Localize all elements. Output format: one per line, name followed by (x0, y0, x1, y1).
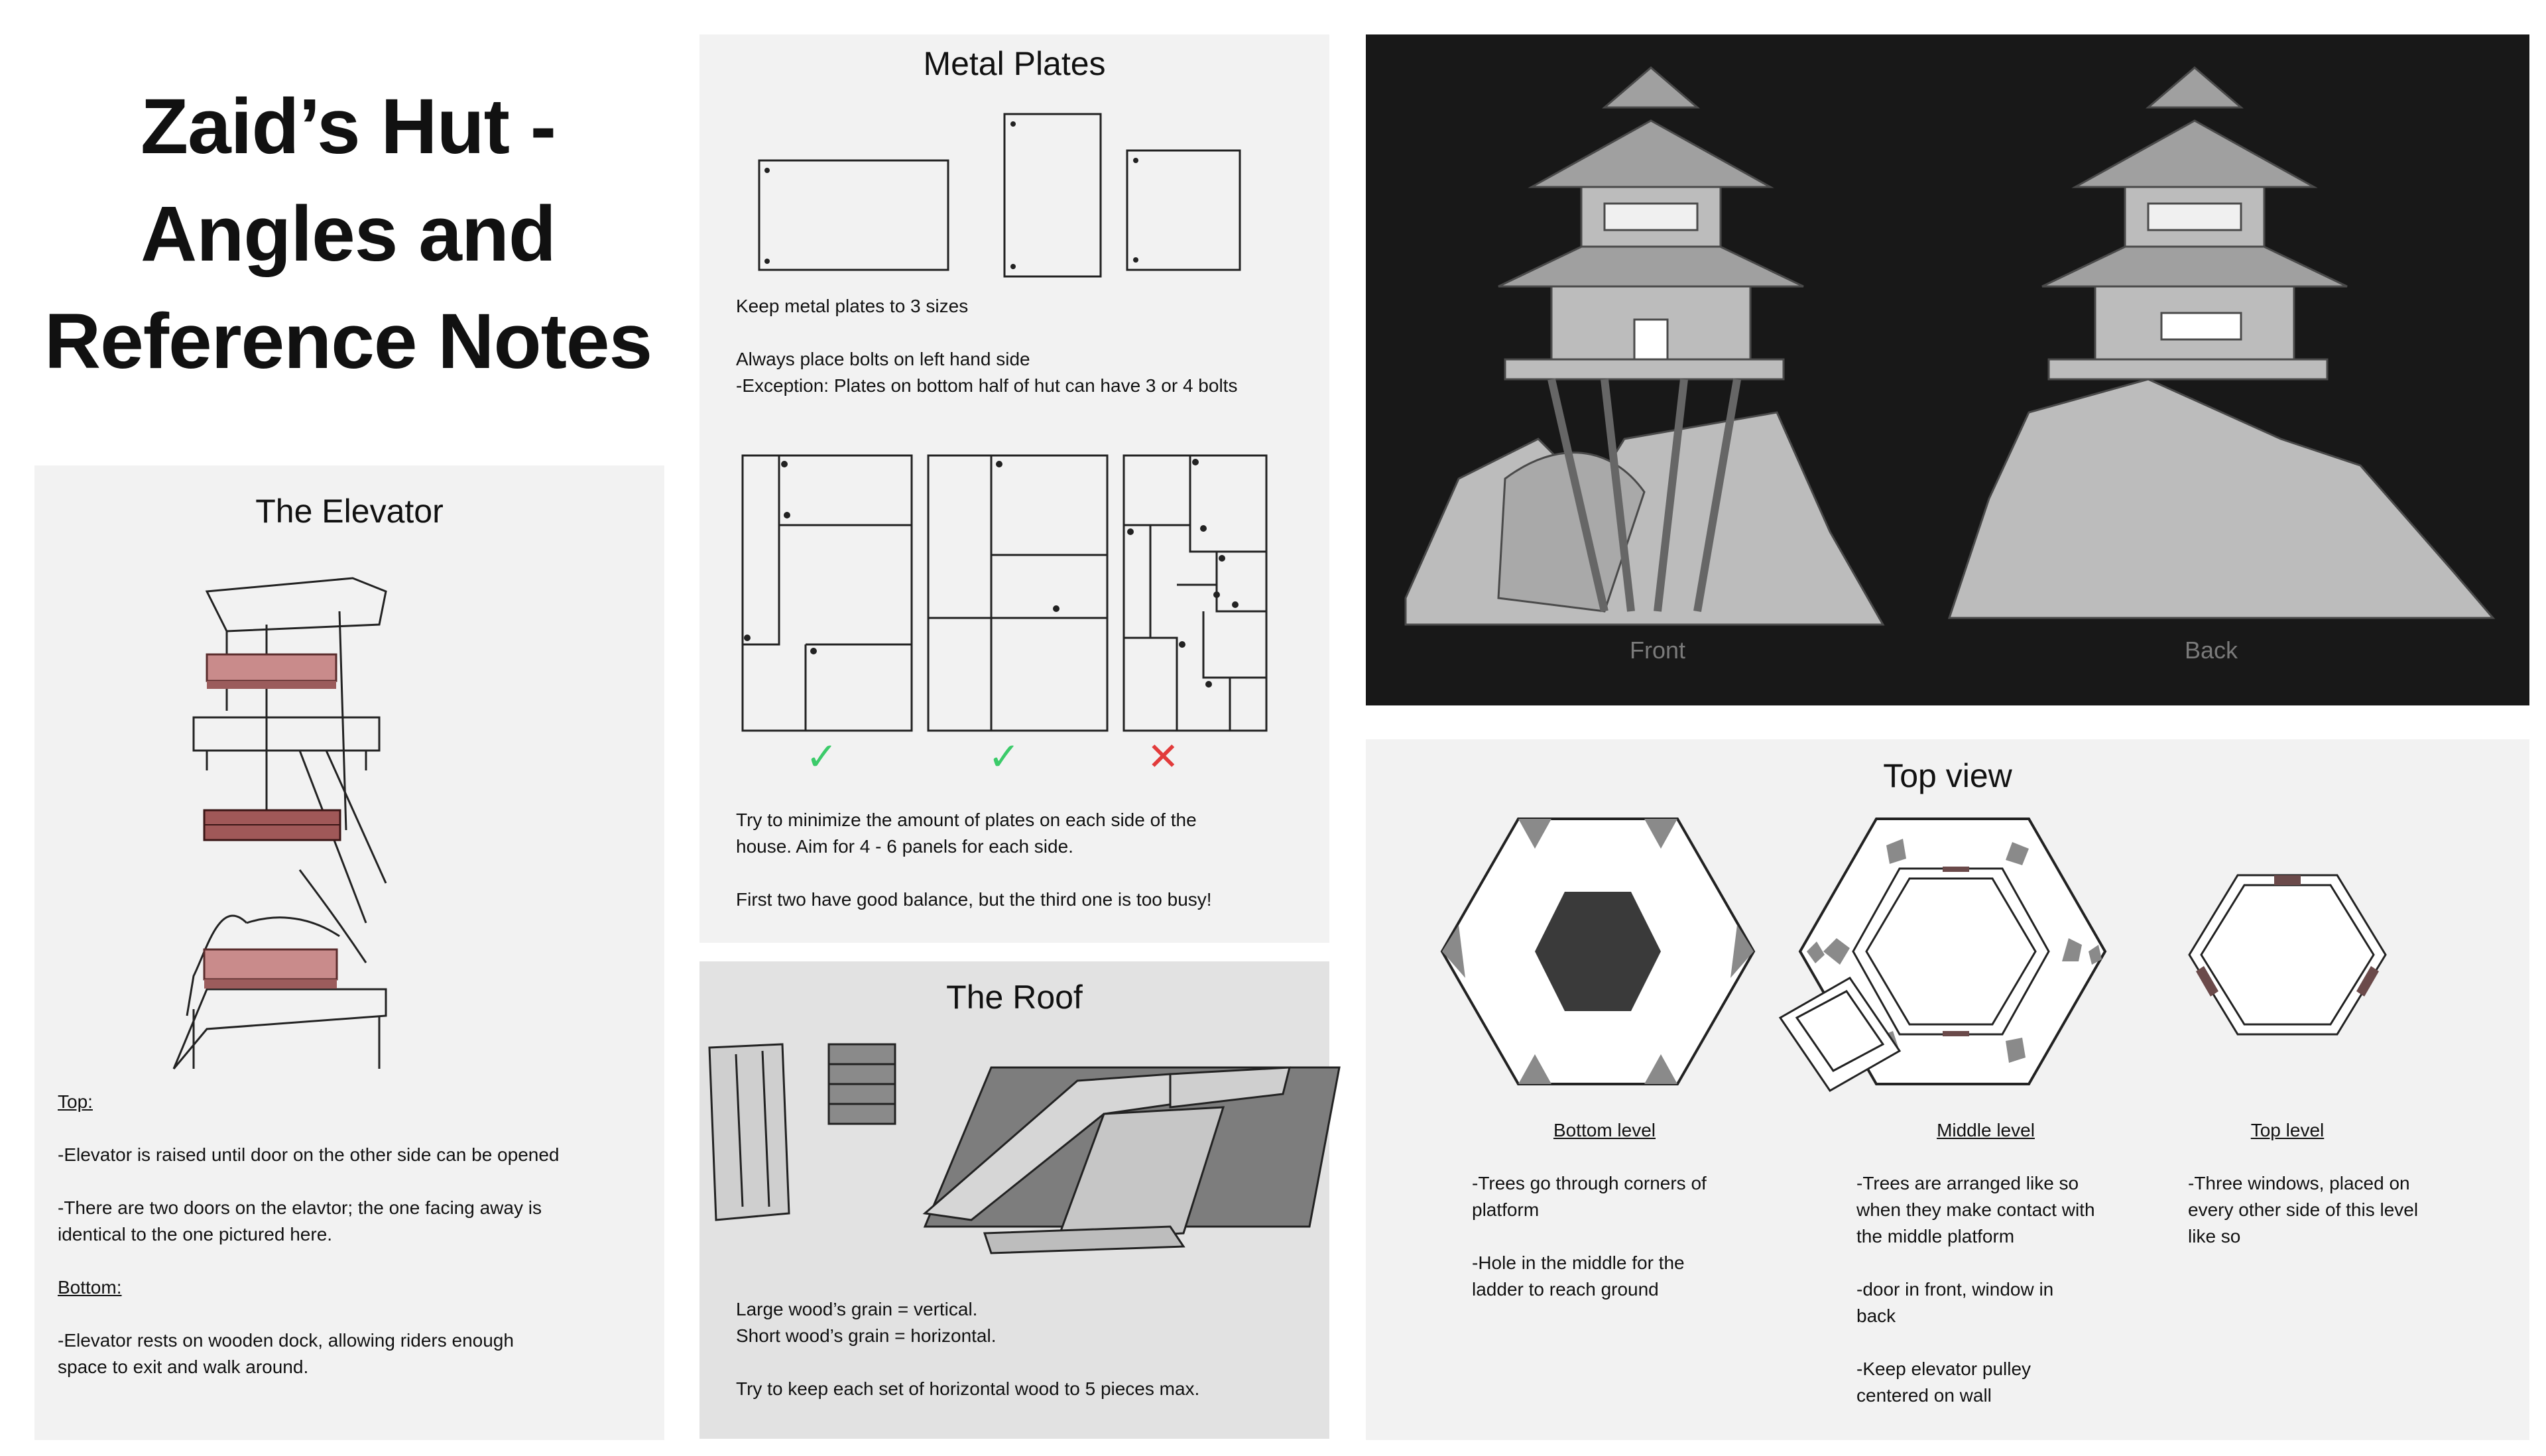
plates-note-bolts: Always place bolts on left hand side -Ex… (736, 349, 1238, 396)
check-mark-2: ✓ (988, 735, 1020, 778)
top-window-2 (2196, 966, 2218, 997)
cross-mark: ✕ (1147, 735, 1180, 778)
page-title: Zaid’s Hut - Angles and Reference Notes (27, 73, 670, 395)
plate-large (758, 159, 949, 271)
elevator-top-note-1: -Elevator is raised until door on the ot… (58, 1144, 560, 1165)
elevator-illustration (172, 577, 387, 1069)
top-window-1 (2274, 875, 2301, 885)
layout-bad (1122, 454, 1268, 732)
title-line-3: Reference Notes (44, 298, 652, 385)
back-caption: Back (2184, 637, 2238, 664)
ladder-hole (1535, 892, 1661, 1011)
elevator-panel: The Elevator Top: -Elevator is raised un… (34, 465, 664, 1440)
middle-level-label: Middle level (1937, 1120, 2035, 1140)
middle-window (1943, 867, 1969, 872)
elevator-bottom-note: -Elevator rests on wooden dock, allowing… (58, 1330, 514, 1377)
front-caption: Front (1629, 637, 1686, 664)
plates-note-balance: First two have good balance, but the thi… (736, 889, 1212, 910)
top-window-3 (2356, 966, 2379, 997)
plate-square (1126, 149, 1241, 271)
roof-note-grain: Large wood’s grain = vertical. Short woo… (736, 1299, 997, 1346)
bottom-level-diagram (1440, 818, 1756, 1085)
roof-illustration (708, 1043, 1341, 1254)
layout-good-1 (741, 454, 913, 732)
top-level-note: -Three windows, placed on every other si… (2188, 1173, 2419, 1246)
plate-sizes-illustration (758, 113, 1241, 278)
tree-corner (1518, 819, 1551, 849)
plates-note-minimize: Try to minimize the amount of plates on … (736, 810, 1197, 857)
layout-good-2 (927, 454, 1109, 732)
bottom-level-note: -Trees go through corners of platform -H… (1472, 1173, 1707, 1300)
metal-plates-title: Metal Plates (923, 45, 1106, 82)
elevator-box-top (206, 653, 337, 682)
roof-panel: The Roof Large wood’s grain = vertical. … (699, 961, 1341, 1439)
title-line-1: Zaid’s Hut - (140, 83, 556, 170)
check-mark-1: ✓ (806, 735, 838, 778)
wood-large-plank (708, 1043, 790, 1221)
elevator-box-bottom (203, 948, 338, 981)
elevator-dock (1778, 977, 1902, 1092)
top-view-title: Top view (1883, 757, 2012, 794)
back-render (1947, 66, 2496, 619)
roof-title: The Roof (946, 979, 1083, 1016)
elevator-title: The Elevator (255, 493, 444, 530)
elevator-top-note-2: -There are two doors on the elavtor; the… (58, 1197, 542, 1244)
plate-layouts-illustration (741, 454, 1268, 732)
bottom-level-label: Bottom level (1553, 1120, 1656, 1140)
front-platform (1504, 358, 1785, 381)
middle-door (1943, 1031, 1969, 1036)
plates-note-sizes: Keep metal plates to 3 sizes (736, 296, 969, 316)
top-view-panel: Top view (1366, 739, 2529, 1440)
top-level-label: Top level (2250, 1120, 2325, 1140)
top-level-diagram (2188, 874, 2387, 1036)
elevator-bottom-heading: Bottom: (58, 1277, 122, 1298)
elevator-top-heading: Top: (58, 1091, 93, 1112)
render-panel: Front Back (1366, 34, 2529, 705)
middle-level-note: -Trees are arranged like so when they ma… (1856, 1173, 2095, 1406)
title-line-2: Angles and (141, 190, 556, 278)
roof-note-max: Try to keep each set of horizontal wood … (736, 1378, 1200, 1399)
front-render (1404, 66, 1885, 626)
plate-tall (1003, 113, 1102, 278)
middle-level-diagram (1778, 818, 2107, 1092)
metal-plates-panel: Metal Plates Keep metal plates to 3 size… (699, 34, 1329, 943)
